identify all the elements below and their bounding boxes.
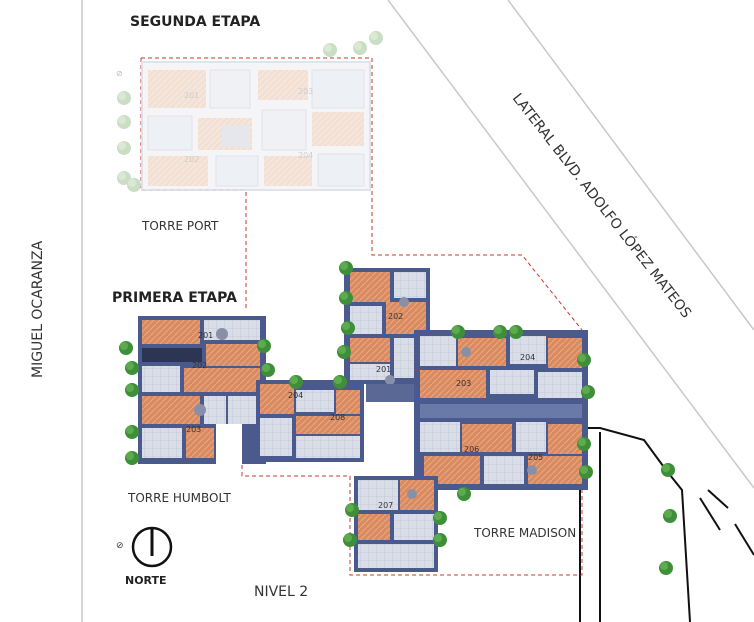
- center-unit-201: 201: [376, 365, 391, 374]
- torre-humbolt-building: 201 202 203: [138, 316, 266, 464]
- label-torre-madison: TORRE MADISON: [473, 526, 576, 540]
- street-miguel-ocaranza: MIGUEL OCARANZA: [30, 240, 46, 378]
- road-lines-right: [579, 427, 754, 622]
- label-torre-humbolt: TORRE HUMBOLT: [127, 491, 232, 505]
- seg-unit-202: 202: [184, 155, 199, 164]
- madison-unit-203: 203: [456, 379, 471, 388]
- torre-madison-building: 203 204 206 205: [414, 330, 588, 490]
- connector-building: 204 208: [256, 380, 364, 462]
- madison-unit-204: 204: [520, 353, 535, 362]
- seg-unit-203: 203: [298, 87, 313, 96]
- central-core-void: [374, 400, 410, 466]
- seg-unit-204: 204: [298, 151, 313, 160]
- humbolt-unit-204: 204: [288, 391, 303, 400]
- label-norte: NORTE: [125, 574, 167, 587]
- faded-north-mark: ⊘: [116, 69, 123, 78]
- unit-207: 207: [378, 501, 393, 510]
- center-unit-202: 202: [388, 312, 403, 321]
- label-segunda-etapa: SEGUNDA ETAPA: [130, 14, 260, 30]
- north-small-mark: ⊘: [116, 540, 124, 550]
- project-boundary: [138, 57, 583, 576]
- madison-unit-206: 206: [464, 445, 479, 454]
- north-compass: NORTE ⊘: [116, 526, 173, 587]
- label-torre-port: TORRE PORT: [141, 219, 219, 233]
- humbolt-unit-201: 201: [198, 331, 213, 340]
- center-tower-building: 202 201: [344, 268, 430, 385]
- tower-207-building: 207: [354, 476, 438, 572]
- madison-unit-205: 205: [528, 453, 543, 462]
- humbolt-unit-202: 202: [192, 361, 207, 370]
- humbolt-unit-203: 203: [186, 425, 201, 434]
- street-lines: [81, 0, 754, 622]
- central-corridor: [366, 384, 418, 402]
- label-nivel: NIVEL 2: [254, 584, 308, 600]
- unit-208: 208: [330, 413, 345, 422]
- label-primera-etapa: PRIMERA ETAPA: [112, 290, 237, 306]
- segunda-etapa-building: 201 203 202 204: [141, 61, 371, 191]
- seg-unit-201: 201: [184, 91, 199, 100]
